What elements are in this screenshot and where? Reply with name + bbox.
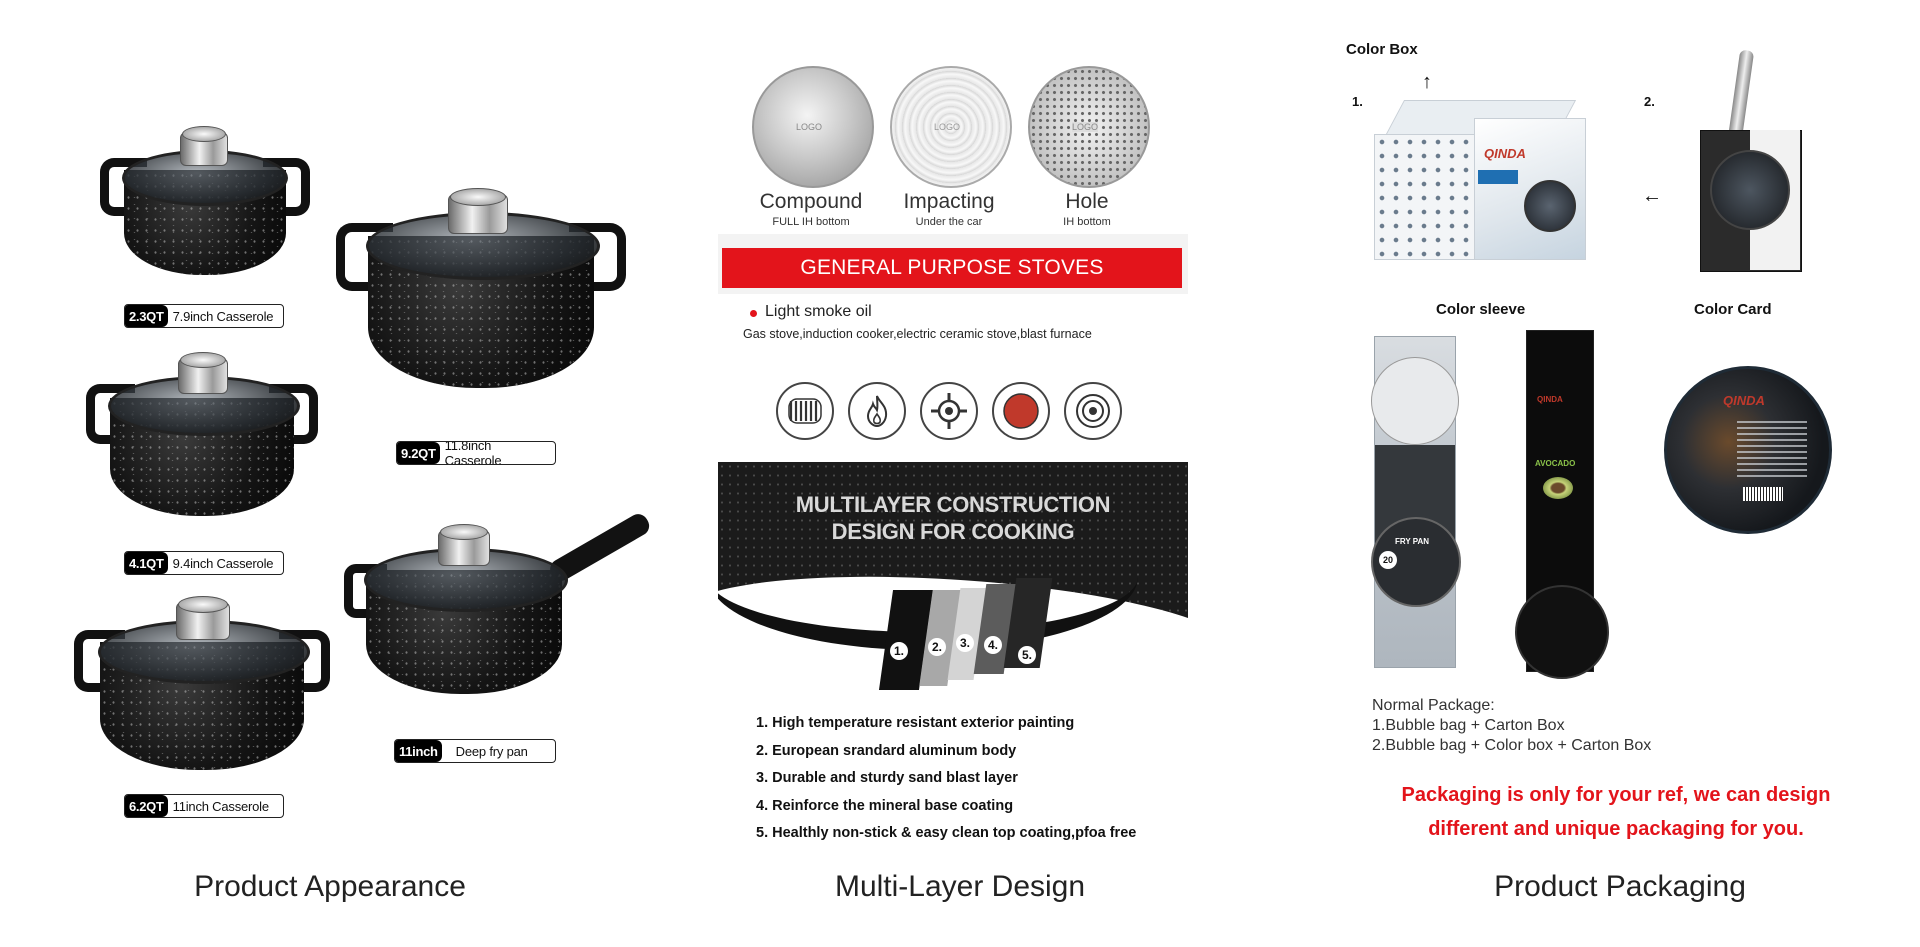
- product-appearance-panel: 2.3QT 7.9inch Casserole 9.2QT 11.8inch C…: [0, 0, 680, 947]
- stove-types-text: Gas stove,induction cooker,electric cera…: [743, 327, 1092, 341]
- size-name: 11.8inch Casserole: [444, 441, 502, 465]
- layer-number-1: 1.: [890, 642, 908, 660]
- size-label-casserole-4-1qt: 4.1QT 9.4inch Casserole: [124, 551, 284, 575]
- layer-number-4: 4.: [984, 636, 1002, 654]
- step-1-label: 1.: [1352, 94, 1363, 109]
- size-name: 9.4inch Casserole: [172, 555, 274, 571]
- box-pan-picture: [1524, 180, 1576, 232]
- layer-number-5: 5.: [1018, 646, 1036, 664]
- product-packaging-panel: Color Box ↑ 1. 2. QINDA ← Color sleeve C…: [1330, 0, 1920, 947]
- sleeve-2-bottom-circle: [1515, 585, 1609, 679]
- hole-title: Hole: [1065, 190, 1109, 213]
- multi-layer-caption: Multi-Layer Design: [834, 870, 1086, 903]
- hole-label: Hole IH bottom: [1017, 190, 1157, 228]
- normal-package-title: Normal Package:: [1372, 697, 1495, 714]
- casserole-4-1qt-image: [86, 352, 318, 522]
- layer-number-2: 2.: [928, 638, 946, 656]
- product-appearance-caption: Product Appearance: [194, 870, 466, 903]
- size-capacity: 6.2QT: [125, 795, 168, 817]
- layer-item: 5. Healthly non-stick & easy clean top c…: [756, 825, 1137, 841]
- multilayer-construction-image: MULTILAYER CONSTRUCTION DESIGN FOR COOKI…: [718, 462, 1188, 694]
- hotplate-icon: [1064, 382, 1122, 440]
- light-smoke-oil-text: Light smoke oil: [765, 303, 872, 320]
- logo-mark: LOGO: [934, 122, 961, 132]
- packaging-note-line-1: Packaging is only for your ref, we can d…: [1401, 784, 1831, 806]
- layer-item: 1. High temperature resistant exterior p…: [756, 715, 1075, 731]
- packaging-note: Packaging is only for your ref, we can d…: [1366, 778, 1866, 846]
- hole-bottom-image: LOGO: [1028, 66, 1150, 188]
- layer-item: 4. Reinforce the mineral base coating: [756, 797, 1014, 814]
- layer-number-3: 3.: [956, 634, 974, 652]
- casserole-9-2qt-image: [336, 188, 626, 393]
- color-box-with-pan-image: [1690, 49, 1820, 272]
- deep-fry-pan-image: [344, 508, 653, 698]
- impacting-title: Impacting: [903, 190, 995, 213]
- size-name: Deep fry pan: [455, 743, 528, 759]
- construction-title-line2: DESIGN FOR COOKING: [831, 519, 1075, 544]
- card-text-block: [1737, 421, 1807, 481]
- color-card-heading: Color Card: [1694, 301, 1772, 318]
- size-label-casserole-9-2qt: 9.2QT 11.8inch Casserole: [396, 441, 556, 465]
- box-brand-logo: QINDA: [1484, 146, 1526, 161]
- left-arrow-icon: ←: [1642, 185, 1662, 207]
- packaging-note-line-2: different and unique packaging for you.: [1428, 818, 1804, 840]
- impacting-bottom-image: LOGO: [890, 66, 1012, 188]
- impacting-subtitle: Under the car: [915, 216, 983, 228]
- size-label-casserole-6-2qt: 6.2QT 11inch Casserole: [124, 794, 284, 818]
- sleeve-pan-picture: [1710, 150, 1790, 230]
- size-capacity: 2.3QT: [125, 305, 168, 327]
- sleeve-2-label: AVOCADO: [1535, 459, 1576, 468]
- color-sleeve-2-image: QINDA AVOCADO: [1515, 330, 1609, 679]
- step-2-label: 2.: [1644, 94, 1655, 109]
- normal-package-info: Normal Package: 1.Bubble bag + Carton Bo…: [1372, 696, 1651, 756]
- color-sleeve-1-image: FRY PAN 20: [1371, 336, 1461, 668]
- multi-layer-panel: LOGO LOGO LOGO Compound FULL IH bottom I…: [700, 0, 1220, 947]
- normal-package-option-1: 1.Bubble bag + Carton Box: [1372, 717, 1565, 734]
- logo-mark: LOGO: [796, 122, 823, 132]
- compound-bottom-image: LOGO: [752, 66, 874, 188]
- sleeve-2-avocado: [1543, 477, 1573, 499]
- product-packaging-caption: Product Packaging: [1494, 870, 1746, 903]
- logo-mark: LOGO: [1072, 122, 1099, 132]
- color-card-image: QINDA: [1664, 366, 1832, 534]
- induction-coil-icon: [776, 382, 834, 440]
- flame-icon: [848, 382, 906, 440]
- sleeve-2-brand: QINDA: [1537, 395, 1563, 404]
- impacting-label: Impacting Under the car: [879, 190, 1019, 228]
- color-box-heading: Color Box: [1346, 41, 1418, 58]
- sleeve-1-label: FRY PAN: [1395, 537, 1430, 546]
- gas-burner-icon: [920, 382, 978, 440]
- size-label-deep-fry-pan: 11inch Deep fry pan: [394, 739, 556, 763]
- size-label-casserole-2-3qt: 2.3QT 7.9inch Casserole: [124, 304, 284, 328]
- normal-package-option-2: 2.Bubble bag + Color box + Carton Box: [1372, 737, 1652, 754]
- layer-description-list: 1. High temperature resistant exterior p…: [756, 710, 1136, 848]
- card-barcode: [1743, 487, 1783, 501]
- ceramic-plate-icon: [992, 382, 1050, 440]
- general-purpose-stoves-banner: GENERAL PURPOSE STOVES: [722, 248, 1182, 288]
- hole-subtitle: IH bottom: [1063, 216, 1111, 228]
- color-sleeve-heading: Color sleeve: [1436, 301, 1526, 318]
- layer-item: 2. European srandard aluminum body: [756, 742, 1017, 759]
- compound-label: Compound FULL IH bottom: [741, 190, 881, 228]
- compound-title: Compound: [759, 190, 863, 213]
- construction-title-line1: MULTILAYER CONSTRUCTION: [795, 492, 1111, 517]
- bullet-dot-icon: [750, 310, 757, 317]
- color-box-image: QINDA: [1374, 100, 1586, 260]
- size-name: 7.9inch Casserole: [172, 308, 274, 324]
- up-arrow-icon: ↑: [1422, 71, 1432, 93]
- pan-handle: [1727, 49, 1755, 141]
- sleeve-1-size-badge: 20: [1379, 551, 1397, 569]
- size-capacity: 11inch: [395, 740, 442, 762]
- layer-item: 3. Durable and sturdy sand blast layer: [756, 770, 1018, 786]
- card-brand-logo: QINDA: [1723, 393, 1765, 408]
- size-name: 11inch Casserole: [172, 798, 269, 814]
- box-front: [1374, 134, 1476, 260]
- box-stripe: [1478, 170, 1518, 184]
- sleeve-1-top-circle: [1371, 357, 1459, 445]
- size-capacity: 4.1QT: [125, 552, 168, 574]
- casserole-6-2qt-image: [74, 596, 330, 776]
- casserole-2-3qt-image: [100, 120, 310, 280]
- compound-subtitle: FULL IH bottom: [772, 216, 850, 228]
- size-capacity: 9.2QT: [397, 442, 440, 464]
